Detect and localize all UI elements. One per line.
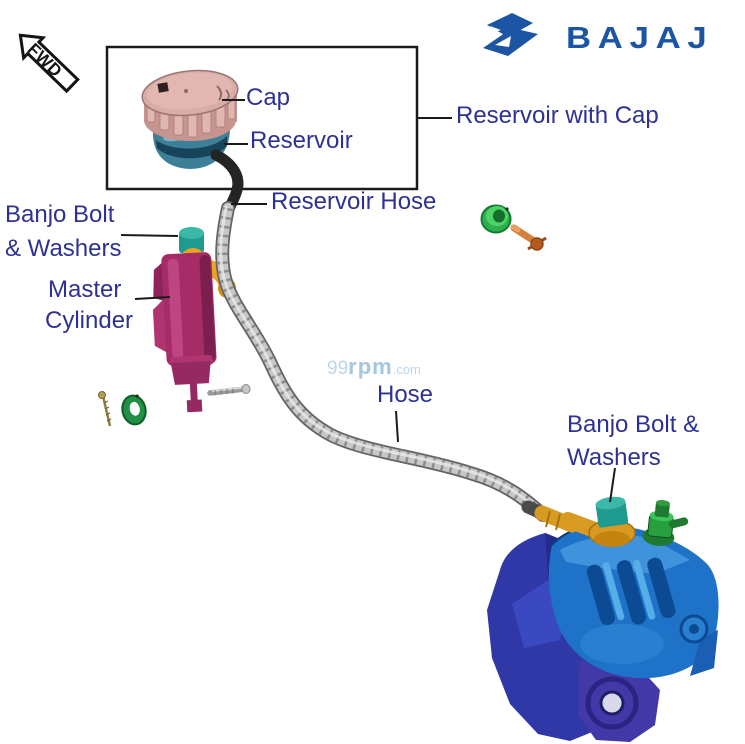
bajaj-logo-wordmark: BAJAJ xyxy=(566,20,714,55)
watermark-prefix: 99 xyxy=(327,358,349,379)
master-cylinder-leader-line xyxy=(134,296,171,300)
orange-bolt xyxy=(510,224,547,251)
small-screw xyxy=(98,391,112,427)
brake-hose xyxy=(215,201,550,522)
banjo-bolt-washers-right-label-line1: Banjo Bolt & xyxy=(567,411,700,438)
caliper-banjo-fitting xyxy=(521,496,636,547)
banjo-bolt-washers-left-label-line1: Banjo Bolt xyxy=(5,201,115,228)
banjo-left-leader-line xyxy=(120,234,179,237)
o-ring-washer xyxy=(121,394,147,426)
watermark: 99rpm.com xyxy=(327,354,421,380)
hose-label: Hose xyxy=(377,381,434,408)
banjo-bolt-washers-left-label-line2: & Washers xyxy=(5,235,122,262)
master-cylinder-label-line2: Cylinder xyxy=(45,307,134,334)
watermark-name: rpm xyxy=(348,354,393,379)
banjo-right-leader-line xyxy=(609,467,616,503)
master-cylinder-label-line1: Master xyxy=(48,276,122,303)
reservoir-label: Reservoir xyxy=(250,127,353,154)
callout-leader-lines xyxy=(120,99,616,503)
cap-label: Cap xyxy=(246,84,291,111)
banjo-bolt-washers-right-label-line2: Washers xyxy=(567,444,661,471)
hose-leader-line xyxy=(395,410,399,443)
reservoir-cap-illustration xyxy=(141,69,239,169)
caliper-bleeder-valve xyxy=(642,500,689,546)
clevis-pin xyxy=(207,384,251,396)
reservoir-hose-label: Reservoir Hose xyxy=(271,188,437,215)
brake-caliper-illustration xyxy=(487,524,719,742)
watermark-suffix: .com xyxy=(392,362,421,377)
bajaj-logo-icon xyxy=(483,13,538,56)
reservoir-with-cap-label: Reservoir with Cap xyxy=(456,102,659,129)
fwd-arrow: FWD xyxy=(18,33,80,94)
grommet-washer xyxy=(480,204,512,234)
